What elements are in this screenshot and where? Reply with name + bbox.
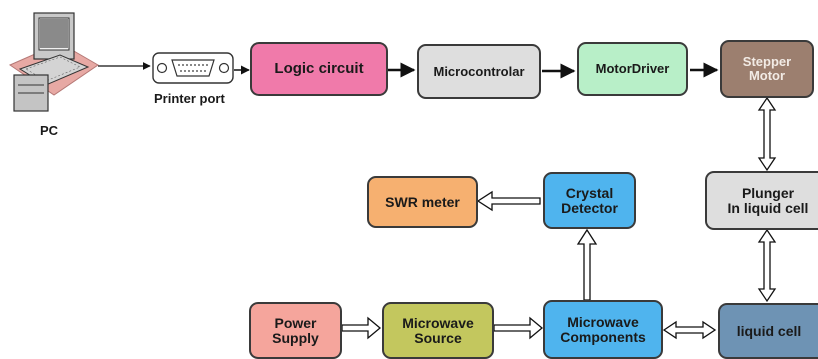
- stepper-motor-block: Stepper Motor: [720, 40, 814, 98]
- power-supply-block: Power Supply: [249, 302, 342, 359]
- microcontroller-block: Microcontrolar: [417, 44, 541, 99]
- liquid-cell-block: liquid cell: [718, 303, 818, 359]
- arrow-components-to-detector: [576, 228, 598, 301]
- double-arrow-stepper-plunger: [757, 96, 777, 172]
- swr-meter-block: SWR meter: [367, 176, 478, 228]
- arrow-source-to-components: [493, 316, 544, 340]
- printer-port-label: Printer port: [154, 91, 225, 106]
- pc-label: PC: [40, 123, 59, 138]
- printer-port-icon: [152, 52, 234, 84]
- crystal-detector-block: Crystal Detector: [543, 172, 636, 229]
- pc-icon: [8, 12, 99, 112]
- double-arrow-components-liquidcell: [662, 320, 717, 340]
- arrow-detector-to-swr: [476, 190, 541, 212]
- plunger-block: Plunger In liquid cell: [705, 171, 818, 230]
- logic-circuit-block: Logic circuit: [250, 42, 388, 96]
- microwave-source-block: Microwave Source: [382, 302, 494, 359]
- double-arrow-plunger-liquidcell: [757, 228, 777, 303]
- motor-driver-block: MotorDriver: [577, 42, 688, 96]
- arrow-power-to-source: [341, 316, 382, 340]
- microwave-components-block: Microwave Components: [543, 300, 663, 359]
